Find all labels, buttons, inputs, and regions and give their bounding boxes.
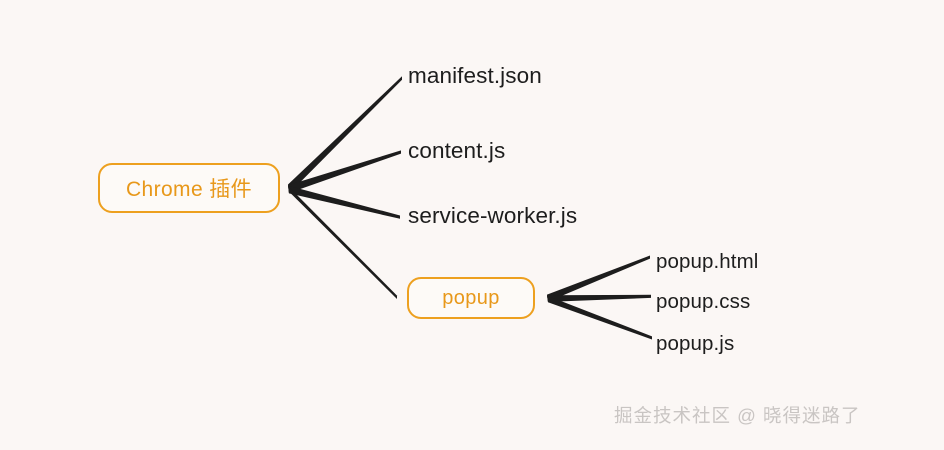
node-manifest-json[interactable]: manifest.json xyxy=(408,63,542,89)
watermark: 掘金技术社区 @ 晓得迷路了 xyxy=(614,405,861,426)
edge-group-popup xyxy=(547,255,652,340)
node-popup-html[interactable]: popup.html xyxy=(656,250,758,274)
edge-root-content xyxy=(288,150,401,193)
node-manifest-json-label: manifest.json xyxy=(408,63,542,88)
node-popup-html-label: popup.html xyxy=(656,250,759,273)
edge-group-root xyxy=(288,76,402,299)
node-popup-label: popup xyxy=(442,286,500,309)
edge-root-manifest xyxy=(288,76,402,194)
edge-root-service-worker xyxy=(288,185,400,219)
node-service-worker-js-label: service-worker.js xyxy=(408,203,578,228)
node-service-worker-js[interactable]: service-worker.js xyxy=(408,203,577,229)
edge-root-popup xyxy=(288,186,397,299)
edge-popup-css xyxy=(547,294,651,302)
edge-popup-html xyxy=(547,255,650,302)
node-popup-css[interactable]: popup.css xyxy=(656,290,750,314)
node-popup[interactable]: popup xyxy=(407,277,535,319)
node-popup-js[interactable]: popup.js xyxy=(656,332,734,356)
node-content-js-label: content.js xyxy=(408,138,506,163)
node-popup-js-label: popup.js xyxy=(656,332,735,355)
node-chrome-extension-label: Chrome 插件 xyxy=(125,178,253,201)
node-popup-css-label: popup.css xyxy=(656,290,751,313)
node-content-js[interactable]: content.js xyxy=(408,138,505,164)
edge-popup-js xyxy=(547,295,652,340)
node-chrome-extension[interactable]: Chrome 插件 xyxy=(98,163,280,213)
